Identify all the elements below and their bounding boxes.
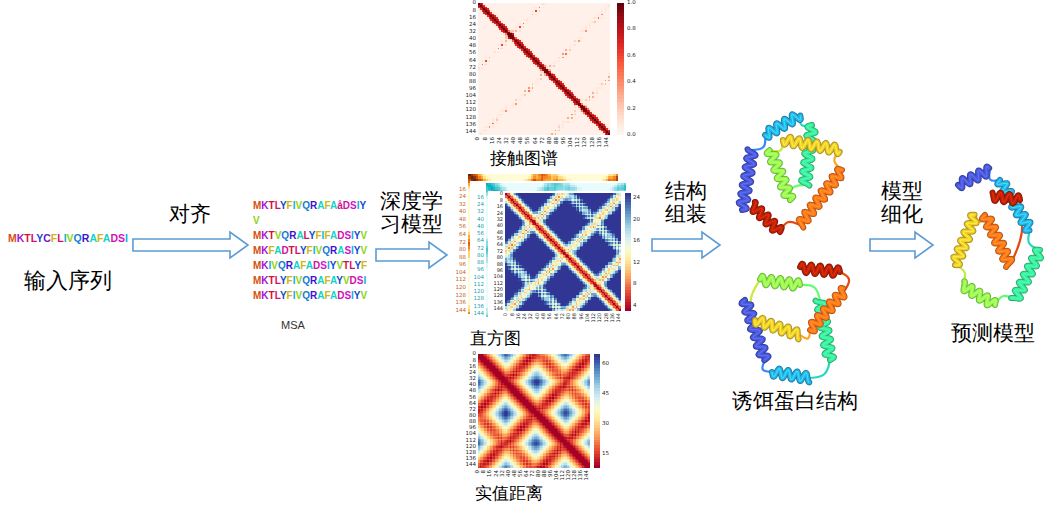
page-stage: MKTLYCFLIVQRAFADSI输入序列MKTLYFIVQRAFAåDSIY… (0, 0, 1052, 512)
